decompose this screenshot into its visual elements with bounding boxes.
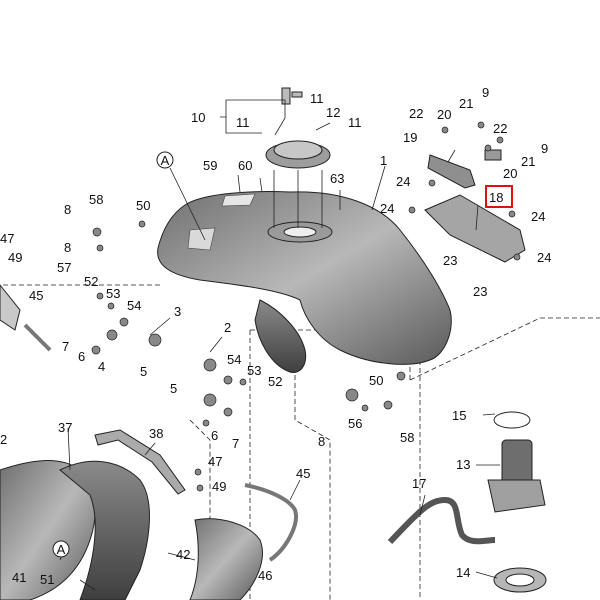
fuel-pump <box>487 411 547 593</box>
hardware-parts <box>91 121 521 492</box>
callout-14: 14 <box>456 565 470 580</box>
callout-15: 15 <box>452 408 466 423</box>
callout-1: 1 <box>380 153 387 168</box>
callout-18: 18 <box>489 190 503 205</box>
callout-7b: 7 <box>232 436 239 451</box>
callout-53b: 53 <box>247 363 261 378</box>
reference-marker-a-top: A <box>156 151 174 169</box>
callout-24c: 24 <box>531 209 545 224</box>
hose-45-left <box>23 323 52 352</box>
callout-22b: 22 <box>493 121 507 136</box>
callout-9b: 9 <box>541 141 548 156</box>
highlight-box <box>485 185 513 208</box>
callout-23b: 23 <box>473 284 487 299</box>
filler-cap <box>265 87 331 228</box>
callout-37: 37 <box>58 420 72 435</box>
callout-11b: 11 <box>310 91 324 106</box>
callout-38: 38 <box>149 426 163 441</box>
callout-2: 2 <box>224 320 231 335</box>
callout-42: 42 <box>176 547 190 562</box>
callout-60: 60 <box>238 158 252 173</box>
callout-21b: 21 <box>521 154 535 169</box>
callout-labels: 1 2 3 4 5 5 6 6 7 7 8 8 8 9 9 10 11 11 1… <box>0 85 551 587</box>
hose-45-right <box>244 483 298 562</box>
callout-24a: 24 <box>396 174 410 189</box>
bracket-38 <box>94 429 186 495</box>
svg-text:A: A <box>57 542 66 557</box>
callout-47b: 47 <box>208 454 222 469</box>
callout-46: 46 <box>258 568 272 583</box>
callout-24d: 24 <box>537 250 551 265</box>
callout-8a: 8 <box>64 202 71 217</box>
callout-49b: 49 <box>212 479 226 494</box>
callout-22a: 22 <box>409 106 423 121</box>
callout-58b: 58 <box>400 430 414 445</box>
callout-52b: 52 <box>268 374 282 389</box>
callout-6a: 6 <box>78 349 85 364</box>
callout-2-left: 2 <box>0 432 7 447</box>
callout-12: 12 <box>326 105 340 120</box>
callout-20a: 20 <box>437 107 451 122</box>
svg-text:A: A <box>161 153 170 168</box>
callout-47a: 47 <box>0 231 14 246</box>
callout-56: 56 <box>348 416 362 431</box>
callout-45b: 45 <box>296 466 310 481</box>
callout-6b: 6 <box>211 428 218 443</box>
side-covers <box>0 284 263 600</box>
callout-54a: 54 <box>127 298 141 313</box>
fuel-tank <box>157 191 452 374</box>
callout-7a: 7 <box>62 339 69 354</box>
callout-10: 10 <box>191 110 205 125</box>
callout-52a: 52 <box>84 274 98 289</box>
callout-50a: 50 <box>136 198 150 213</box>
callout-11c: 11 <box>348 115 362 130</box>
callout-11a: 11 <box>236 115 250 130</box>
callout-50b: 50 <box>369 373 383 388</box>
callout-45a: 45 <box>29 288 43 303</box>
callout-23a: 23 <box>443 253 457 268</box>
leader-lines <box>59 99 500 591</box>
callout-41: 41 <box>12 570 26 585</box>
callout-21a: 21 <box>459 96 473 111</box>
callout-49a: 49 <box>8 250 22 265</box>
callout-13: 13 <box>456 457 470 472</box>
callout-17: 17 <box>412 476 426 491</box>
fuel-hose <box>387 496 496 545</box>
callout-54b: 54 <box>227 352 241 367</box>
callout-63: 63 <box>330 171 344 186</box>
callout-53a: 53 <box>106 286 120 301</box>
callout-5b: 5 <box>170 381 177 396</box>
callout-5a: 5 <box>140 364 147 379</box>
bracket-assembly <box>424 149 526 263</box>
callout-20b: 20 <box>503 166 517 181</box>
callout-8b: 8 <box>64 240 71 255</box>
callout-58a: 58 <box>89 192 103 207</box>
callout-19: 19 <box>403 130 417 145</box>
callout-4: 4 <box>98 359 105 374</box>
callout-57: 57 <box>57 260 71 275</box>
callout-24b: 24 <box>380 201 394 216</box>
callout-8c: 8 <box>318 434 325 449</box>
callout-59: 59 <box>203 158 217 173</box>
callout-51: 51 <box>40 572 54 587</box>
callout-9a: 9 <box>482 85 489 100</box>
callout-3: 3 <box>174 304 181 319</box>
reference-marker-a-bottom: A <box>52 540 70 558</box>
